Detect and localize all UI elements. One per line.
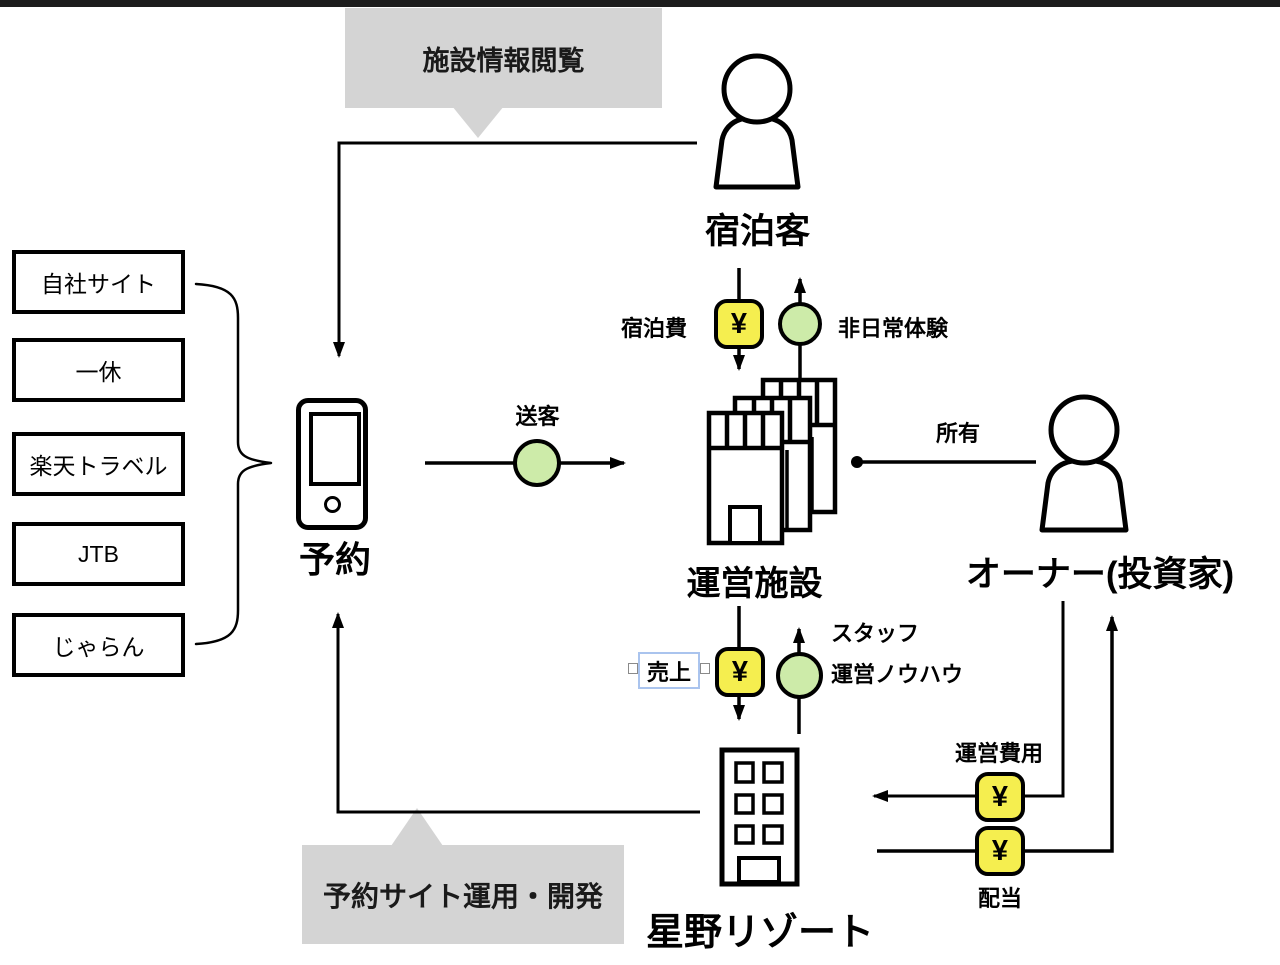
channels-brace[interactable]: [194, 282, 273, 646]
arrow-operation-cost[interactable]: [872, 601, 1065, 802]
channel-box-rakuten[interactable]: 楽天トラベル: [12, 432, 185, 496]
value-circle-send-customers[interactable]: [513, 439, 561, 487]
label-staff[interactable]: スタッフ: [831, 621, 920, 646]
callout-facility-info[interactable]: 施設情報閲覧: [345, 8, 662, 108]
label-ownership[interactable]: 所有: [935, 421, 980, 446]
smartphone-screen: [309, 412, 361, 486]
arrow-site-operation-loop[interactable]: [332, 612, 700, 814]
channel-box-own-site[interactable]: 自社サイト: [12, 250, 185, 314]
label-extraordinary-experience[interactable]: 非日常体験: [838, 316, 949, 341]
owner-person-icon[interactable]: [1039, 394, 1129, 533]
selection-handle-left[interactable]: [628, 663, 638, 674]
label-operation-knowhow[interactable]: 運営ノウハウ: [831, 662, 964, 687]
yen-chip-operation-cost[interactable]: ¥: [975, 772, 1025, 822]
callout-top-pointer: [452, 106, 504, 138]
window-top-bar: [0, 0, 1280, 7]
label-guest[interactable]: 宿泊客: [704, 212, 810, 251]
arrow-facility-info-loop[interactable]: [333, 141, 697, 358]
label-owner[interactable]: オーナー(投資家): [965, 555, 1235, 594]
label-operation-cost[interactable]: 運営費用: [954, 741, 1043, 766]
value-circle-experience[interactable]: [778, 302, 822, 346]
value-circle-knowhow[interactable]: [776, 652, 823, 699]
yen-chip-lodging-fee[interactable]: ¥: [714, 299, 764, 349]
channel-box-ikkyu[interactable]: 一休: [12, 338, 185, 402]
hoshino-building-icon[interactable]: [719, 747, 800, 887]
selection-handle-right[interactable]: [700, 663, 710, 674]
yen-chip-dividend[interactable]: ¥: [975, 826, 1025, 876]
arrow-dividend[interactable]: [877, 615, 1118, 853]
label-dividend[interactable]: 配当: [977, 886, 1022, 911]
channel-box-jtb[interactable]: JTB: [12, 522, 185, 586]
line-ownership[interactable]: [851, 456, 1036, 468]
label-hoshino-resort[interactable]: 星野リゾート: [645, 912, 874, 954]
label-send-customers[interactable]: 送客: [515, 404, 560, 429]
label-reservation[interactable]: 予約: [299, 539, 372, 580]
guest-person-icon[interactable]: [713, 53, 801, 190]
label-facilities[interactable]: 運営施設: [686, 565, 823, 603]
label-sales-selected[interactable]: 売上: [638, 652, 700, 689]
smartphone-home-button-icon: [324, 496, 341, 513]
yen-chip-sales[interactable]: ¥: [715, 647, 765, 697]
callout-site-operation[interactable]: 予約サイト運用・開発: [302, 845, 624, 944]
smartphone-icon[interactable]: [296, 398, 368, 530]
callout-bottom-pointer: [391, 808, 443, 846]
channel-box-jalan[interactable]: じゃらん: [12, 613, 185, 677]
facilities-buildings-icon[interactable]: [706, 377, 838, 546]
label-lodging-fee[interactable]: 宿泊費: [620, 316, 687, 341]
